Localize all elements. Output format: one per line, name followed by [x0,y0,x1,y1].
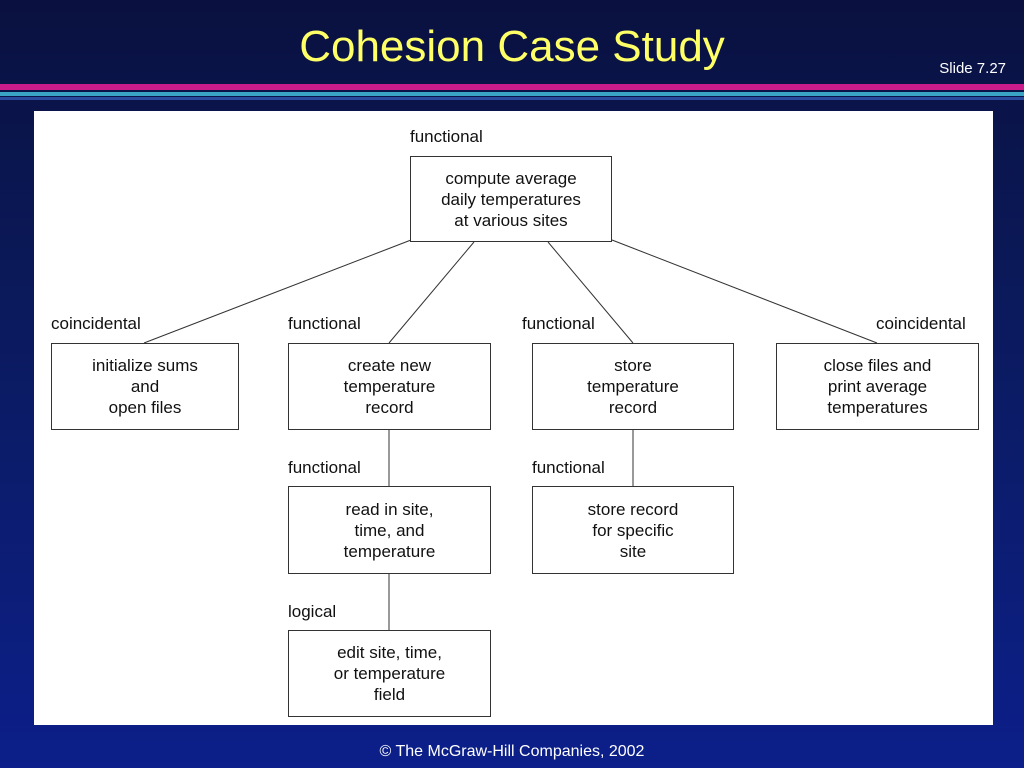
module-read-site: read in site, time, and temperature [288,486,491,574]
diagram-panel: functional compute average daily tempera… [34,111,993,725]
cohesion-label-init: coincidental [51,314,141,333]
cohesion-label-close: coincidental [876,314,966,333]
cohesion-label-root: functional [410,127,483,146]
divider-stripe-teal [0,92,1024,96]
cohesion-label-read: functional [288,458,361,477]
module-edit-field: edit site, time, or temperature field [288,630,491,717]
slide-title: Cohesion Case Study [299,22,725,71]
edge-root-create [388,241,475,344]
edge-root-init [143,239,412,344]
module-close-files: close files and print average temperatur… [776,343,979,430]
copyright-footer: © The McGraw-Hill Companies, 2002 [379,743,645,760]
diagram-connectors [143,239,878,630]
edge-root-close [611,239,878,344]
module-create-record: create new temperature record [288,343,491,430]
cohesion-label-edit: logical [288,602,337,621]
module-store-specific: store record for specific site [532,486,734,574]
cohesion-label-storerec: functional [532,458,605,477]
module-compute-average: compute average daily temperatures at va… [410,156,612,242]
divider-stripe-blue [0,97,1024,100]
module-store-record: store temperature record [532,343,734,430]
module-initialize-sums: initialize sums and open files [51,343,239,430]
edge-root-store [547,241,634,344]
divider-stripe-pink [0,84,1024,90]
cohesion-label-create: functional [288,314,361,333]
cohesion-label-store: functional [522,314,595,333]
slide-number: Slide 7.27 [939,60,1006,77]
